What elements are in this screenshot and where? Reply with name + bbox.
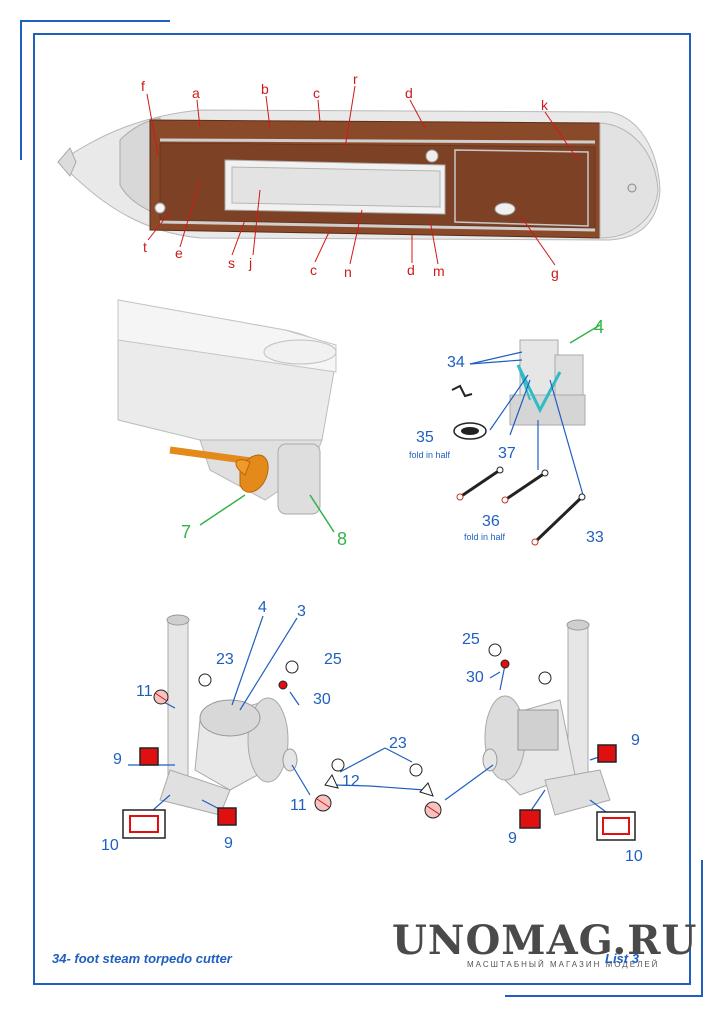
label-11-mid: 11: [290, 797, 307, 814]
label-d-top: d: [405, 85, 413, 101]
label-4-boiler: 4: [258, 599, 267, 616]
page-title: 34- foot steam torpedo cutter: [52, 951, 232, 966]
label-g: g: [551, 265, 559, 281]
label-s: s: [228, 255, 235, 271]
label-30-right: 30: [466, 669, 484, 686]
label-c-top: c: [313, 85, 320, 101]
hull-top-view: [57, 109, 661, 241]
label-9-right-a: 9: [631, 732, 640, 749]
label-11-left: 11: [136, 683, 153, 700]
sheet-number: List 3: [605, 951, 639, 966]
label-36: 36: [482, 513, 500, 530]
label-30-left: 30: [313, 691, 331, 708]
label-t: t: [143, 239, 147, 255]
label-23-mid: 23: [389, 735, 407, 752]
frame-top: [33, 33, 690, 35]
frame-top-left-vert: [20, 20, 22, 160]
brand-subtitle: МАСШТАБНЫЙ МАГАЗИН МОДЕЛЕЙ: [467, 960, 660, 969]
right-boiler: [444, 619, 636, 841]
middle-parts: [314, 747, 442, 819]
hull-leader-lines: [146, 85, 579, 266]
frame-top-left-line: [20, 20, 170, 22]
label-k: k: [541, 97, 548, 113]
label-r: r: [353, 71, 358, 87]
label-35: 35: [416, 429, 434, 446]
label-12: 12: [342, 773, 360, 790]
label-33: 33: [586, 529, 604, 546]
label-c-bottom: c: [310, 262, 317, 278]
frame-bottom-right-vert: [701, 860, 703, 997]
frame-bottom-right-line: [505, 995, 702, 997]
label-d-bottom: d: [407, 262, 415, 278]
frame-bottom: [33, 983, 691, 985]
frame-right: [689, 33, 691, 984]
label-4-engine: 4: [594, 317, 605, 337]
label-25-right: 25: [462, 631, 480, 648]
brand-logo: UNOMAG.RU: [392, 917, 698, 964]
label-9-left-a: 9: [113, 751, 122, 768]
left-boiler: [122, 614, 311, 839]
engine-group: [451, 324, 601, 546]
label-f: f: [141, 78, 145, 94]
label-25-left: 25: [324, 651, 342, 668]
label-8: 8: [337, 529, 348, 549]
label-fold-1: fold in half: [409, 450, 451, 460]
label-e: e: [175, 245, 183, 261]
label-j: j: [249, 255, 253, 271]
label-m: m: [433, 263, 445, 279]
label-n: n: [344, 264, 352, 280]
label-fold-2: fold in half: [464, 532, 506, 542]
label-9-right-b: 9: [508, 830, 517, 847]
label-10-left: 10: [101, 837, 119, 854]
label-3: 3: [297, 603, 306, 620]
label-23-left: 23: [216, 651, 234, 668]
label-34: 34: [447, 354, 465, 371]
label-7: 7: [181, 522, 192, 542]
label-10-right: 10: [625, 848, 643, 865]
label-9-left-b: 9: [224, 835, 233, 852]
label-b: b: [261, 81, 269, 97]
label-37: 37: [498, 445, 516, 462]
stern-view: [117, 299, 337, 533]
label-a: a: [192, 85, 200, 101]
frame-left: [33, 33, 35, 984]
